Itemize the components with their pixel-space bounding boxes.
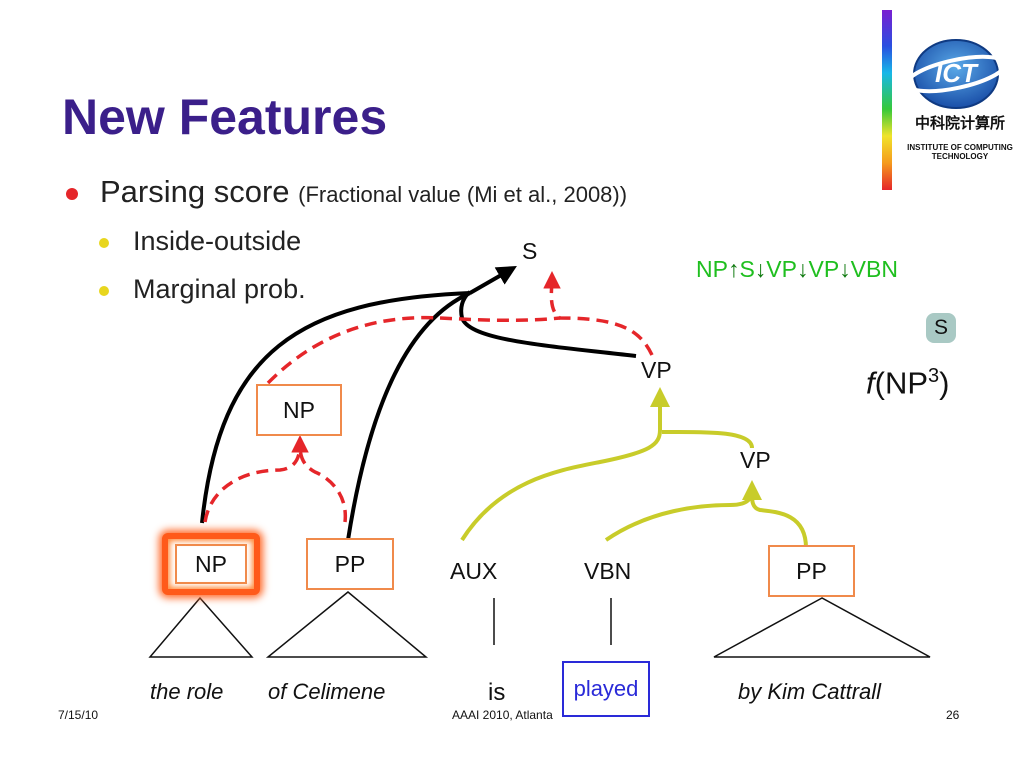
color-bar [882, 10, 892, 190]
ict-logo-mark: ICT 中科院计算所 [905, 39, 1007, 132]
path-part: NP [696, 256, 728, 282]
bullet-parsing-score: Parsing score (Fractional value (Mi et a… [100, 174, 627, 210]
footer-date: 7/15/10 [58, 708, 99, 722]
red-np-leaf-to-np [203, 435, 309, 523]
arc-np-to-s [200, 291, 471, 524]
yellow-aux-to-vp [460, 387, 670, 542]
triangle-of-celimene [265, 591, 429, 658]
red-vp-to-s [543, 271, 654, 356]
node-vp-top: VP [641, 357, 672, 383]
logo-text-line1: INSTITUTE OF COMPUTING [907, 143, 1013, 152]
down-arrow-icon: ↓ [839, 256, 851, 282]
node-np-mid: NP [256, 384, 342, 436]
node-s: S [522, 238, 538, 264]
leaf-aux: AUX [450, 558, 498, 584]
sub-bullet-dot [99, 286, 109, 296]
logo-abbr: ICT [935, 58, 979, 88]
footer-page-number: 26 [946, 708, 960, 722]
path-part: VP [808, 256, 840, 282]
word-played: played [573, 676, 639, 701]
leaf-pp-2-label: PP [796, 557, 827, 584]
bullet-main-paren: (Fractional value (Mi et al., 2008)) [298, 182, 628, 207]
leaf-pp-1-label: PP [334, 550, 366, 577]
feature-f: f [866, 365, 875, 401]
leaf-np-label: NP [175, 544, 247, 584]
path-part: VP [766, 256, 797, 282]
triangle-by-kim-cattrall [713, 597, 931, 658]
feature-sup: 3 [928, 365, 940, 387]
word-by-kim-cattrall: by Kim Cattrall [738, 679, 882, 704]
word-is: is [488, 679, 506, 706]
up-arrow-icon: ↑ [727, 256, 740, 282]
arc-pp-to-s [346, 291, 471, 541]
path-notation: NP↑S↓VP↓VP↓VBN [696, 256, 898, 283]
feature-open: (NP [874, 365, 929, 401]
word-played-box: played [562, 661, 650, 717]
slide-title: New Features [62, 89, 388, 145]
path-part: S [739, 256, 755, 282]
path-part: VBN [850, 256, 898, 282]
sub-bullet-inside-outside: Inside-outside [133, 226, 302, 256]
arc-s-arrow [469, 266, 517, 295]
word-of-celimene: of Celimene [268, 679, 386, 704]
down-arrow-icon: ↓ [754, 256, 767, 282]
down-arrow-icon: ↓ [796, 256, 809, 282]
footer-venue: AAAI 2010, Atlanta [452, 708, 553, 722]
ict-logo: ICT 中科院计算所 INSTITUTE OF COMPUTING TECHNO… [896, 38, 1024, 161]
red-np-to-s [266, 315, 441, 385]
triangle-the-role [148, 596, 254, 658]
arc-vp-to-s [459, 290, 637, 358]
red-pp-leaf-to-np [298, 444, 348, 523]
logo-text-line2: TECHNOLOGY [931, 152, 989, 161]
leaf-np-highlighted: NP [162, 533, 260, 595]
sub-bullet-dot [99, 238, 109, 248]
feature-function: f(NP3) [866, 365, 949, 401]
yellow-vp-to-vp [661, 429, 754, 449]
leaf-pp-1: PP [306, 538, 394, 590]
leaf-pp-2: PP [768, 545, 855, 597]
feature-close: ) [939, 365, 950, 401]
yellow-vbn-to-vp [604, 480, 762, 542]
red-np-s-link [439, 316, 561, 323]
word-the-role: the role [150, 679, 224, 704]
logo-chinese: 中科院计算所 [915, 114, 1005, 132]
sub-bullet-marginal-prob: Marginal prob. [133, 274, 306, 304]
s-badge: S [926, 313, 956, 343]
bullet-main-text: Parsing score [100, 174, 290, 209]
leaf-vbn: VBN [584, 558, 632, 584]
node-vp-mid: VP [740, 447, 771, 473]
yellow-pp-to-vp [750, 494, 808, 549]
bullet-dot [66, 188, 78, 200]
node-np-mid-label: NP [283, 396, 315, 423]
